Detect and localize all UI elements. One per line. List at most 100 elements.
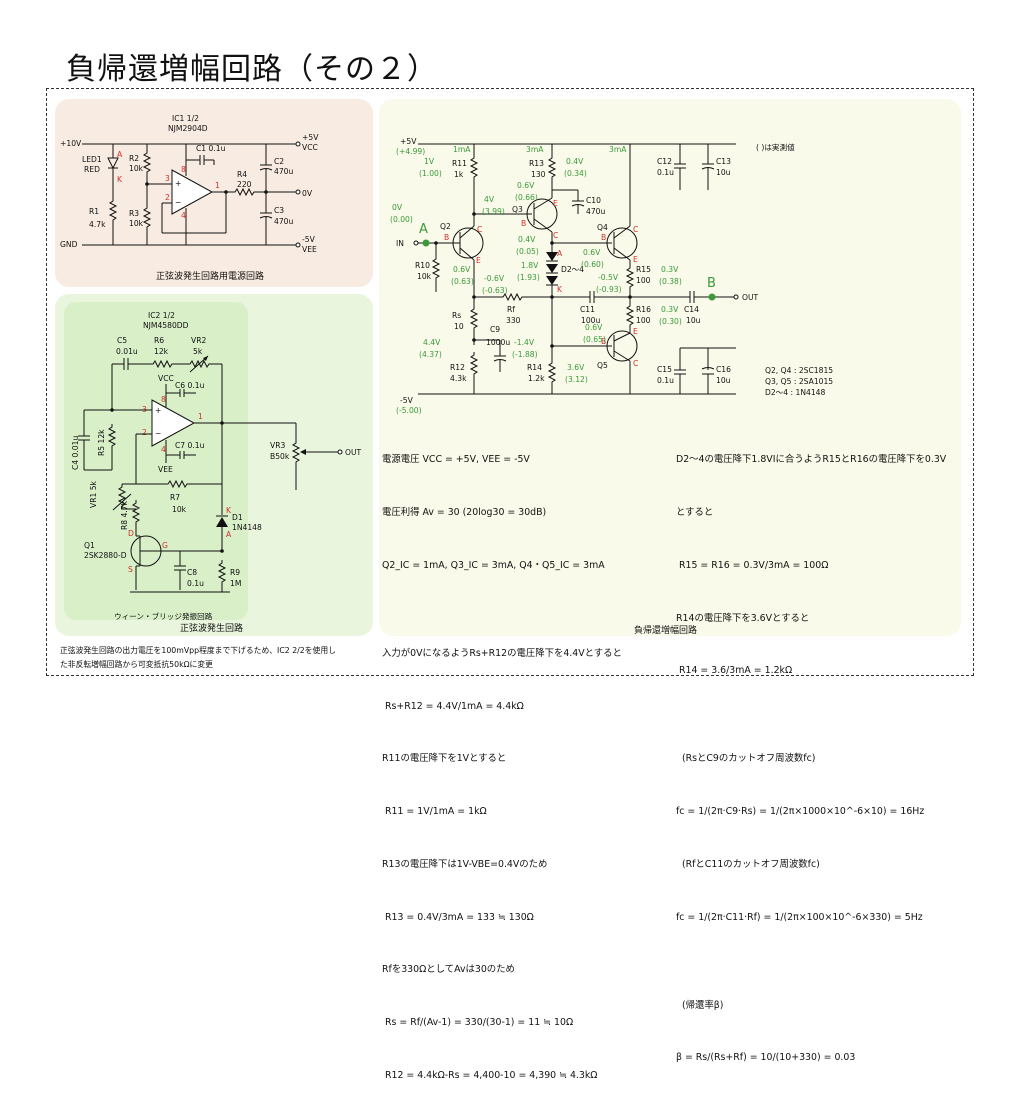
schematic-label: D2〜4 (561, 265, 584, 274)
feedback-amplifier-panel (379, 99, 961, 636)
schematic-label: VEE (158, 465, 173, 474)
schematic-label: C (633, 359, 638, 368)
power-supply-panel (55, 99, 373, 287)
schematic-label: 4 (161, 445, 166, 454)
schematic-label: -5V (400, 396, 414, 405)
schematic-label: Q2 (440, 222, 451, 231)
schematic-label: Q3, Q5 : 2SA1015 (765, 377, 833, 386)
r3-label: R3 (129, 209, 139, 218)
schematic-label: 1V (424, 157, 435, 166)
schematic-label: IC2 1/2 (148, 311, 175, 320)
schematic-label: VR2 (191, 336, 206, 345)
schematic-label: 10 (454, 322, 464, 331)
schematic-label: C8 (187, 568, 197, 577)
schematic-label: 8 (161, 395, 166, 404)
schematic-label: B (521, 219, 526, 228)
led1-label: LED1 (82, 155, 102, 164)
schematic-label: 3mA (526, 145, 544, 154)
calc-line: fc = 1/(2π·C9·Rs) = 1/(2π×1000×10^-6×10)… (676, 806, 925, 818)
ic1-part: NJM2904D (168, 124, 208, 133)
calc-line: 入力が0VになるようRs+R12の電圧降下を4.4Vとすると (382, 647, 622, 659)
schematic-label: 負帰還増幅回路 (634, 624, 697, 636)
calc-line: Rs = Rf/(Av-1) = 330/(30-1) = 11 ≒ 10Ω (382, 1017, 574, 1029)
schematic-label: 0.4V (518, 235, 536, 244)
calc-line: R11の電圧降下を1Vとすると (382, 753, 507, 765)
schematic-label: C2 (274, 157, 284, 166)
schematic-label: (3.99) (482, 207, 505, 216)
schematic-label: (-0.63) (482, 286, 508, 295)
schematic-label: Q5 (597, 361, 608, 370)
feedback-amplifier-schematic: +5V (+4.99) -5V (-5.00) ( )は実測値 1mA 3mA … (390, 137, 833, 636)
power-caption: 正弦波発生回路用電源回路 (156, 270, 264, 282)
calc-line: Rfを330ΩとしてAvは30のため (382, 964, 515, 976)
schematic-label: 10u (686, 316, 701, 325)
schematic-label: 10k (417, 272, 432, 281)
calc-line: β = Rs/(Rs+Rf) = 10/(10+330) = 0.03 (676, 1052, 856, 1064)
schematic-label: 0V (302, 189, 313, 198)
schematic-label: Q2, Q4 : 2SC1815 (765, 366, 833, 375)
schematic-label: A (419, 222, 428, 237)
schematic-label: R10 (415, 261, 430, 270)
schematic-label: C6 0.1u (175, 381, 205, 390)
schematic-label: 10u (716, 168, 731, 177)
calc-line: fc = 1/(2π·C11·Rf) = 1/(2π×100×10^-6×330… (676, 911, 923, 923)
schematic-label: R6 (154, 336, 164, 345)
schematic-label: E (476, 256, 481, 265)
schematic-label: 1.2k (528, 374, 545, 383)
schematic-label: Q1 (84, 541, 95, 550)
schematic-label: 0.6V (585, 323, 603, 332)
plus10v-label: +10V (60, 139, 82, 148)
schematic-label: 100u (581, 316, 600, 325)
schematic-label: (0.65) (583, 335, 606, 344)
calc-line: R12 = 4.4kΩ-Rs = 4,400-10 = 4,390 ≒ 4.3k… (382, 1069, 598, 1081)
schematic-label: 470u (274, 217, 293, 226)
schematic-label: C (477, 225, 482, 234)
schematic-label: C11 (580, 305, 595, 314)
schematic-label: B (707, 276, 716, 291)
schematic-label: 3 (165, 174, 170, 183)
schematic-label: ( )は実測値 (756, 142, 795, 152)
schematic-label: (0.63) (451, 277, 474, 286)
schematic-label: (0.30) (659, 317, 682, 326)
schematic-label: 0.3V (661, 305, 679, 314)
schematic-label: C7 0.1u (175, 441, 205, 450)
schematic-label: S (128, 565, 133, 574)
schematic-label: C15 (657, 365, 672, 374)
schematic-label: R16 (636, 305, 651, 314)
schematic-label: 330 (506, 316, 521, 325)
schematic-label: (0.34) (564, 169, 587, 178)
schematic-label: 4 (181, 211, 186, 220)
gnd-label: GND (60, 240, 78, 249)
schematic-label: Q4 (597, 223, 608, 232)
r1-value: 4.7k (89, 220, 106, 229)
schematic-label: 0.6V (583, 248, 601, 257)
c1-label: C1 0.1u (196, 144, 226, 153)
schematic-label: (0.00) (390, 215, 413, 224)
schematic-label: B (444, 233, 449, 242)
schematic-label: G (162, 541, 168, 550)
wien-bridge-panel (64, 302, 248, 620)
schematic-label: VR1 5k (89, 480, 98, 508)
calc-line: R14の電圧降下を3.6Vとすると (676, 612, 810, 624)
schematic-label: 0.3V (661, 265, 679, 274)
schematic-label: 1.8V (521, 261, 539, 270)
schematic-label: +5V (400, 137, 417, 146)
schematic-label: Q3 (512, 205, 523, 214)
sine-out-label: OUT (345, 448, 362, 457)
diagram-frame (46, 88, 974, 676)
calc-line: とすると (676, 506, 714, 518)
schematic-label: C (553, 231, 558, 240)
schematic-label: − (175, 198, 181, 207)
schematic-label: 0.1u (657, 168, 674, 177)
r4-label: R4 (237, 170, 247, 179)
schematic-label: 2 (142, 428, 147, 437)
schematic-label: 0V (392, 203, 403, 212)
schematic-label: 100 (636, 316, 651, 325)
led1-color: RED (84, 165, 100, 174)
r2-label: R2 (129, 154, 139, 163)
schematic-label: 12k (154, 347, 169, 356)
schematic-label: 4.3k (450, 374, 467, 383)
schematic-label: 10u (716, 376, 731, 385)
schematic-label: K (557, 285, 563, 294)
schematic-label: -0.5V (598, 273, 619, 282)
